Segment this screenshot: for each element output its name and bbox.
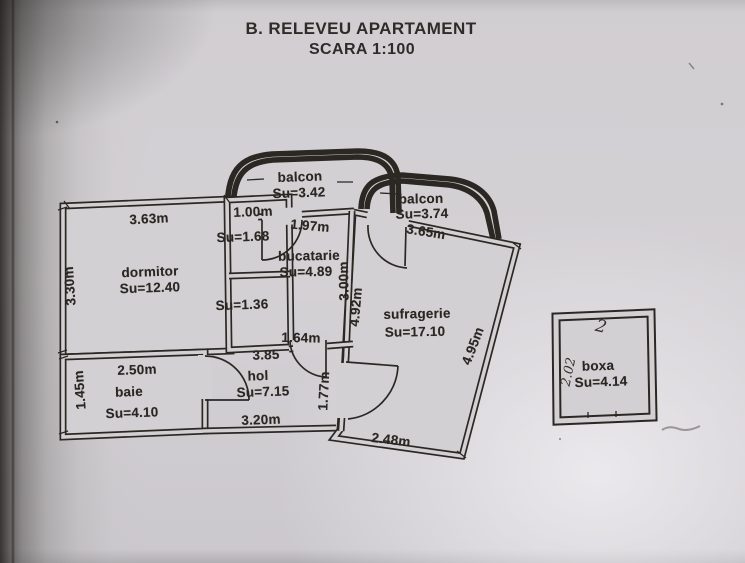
door-balcony-2 xyxy=(367,224,408,269)
room-label-hol: hol xyxy=(247,367,269,384)
area-label-baie: Su=4.10 xyxy=(105,404,159,422)
area-label-sufragerie: Su=17.10 xyxy=(384,323,446,340)
door-openings-group xyxy=(198,206,410,418)
dimension-label-3-20m: 3.20m xyxy=(241,411,281,428)
dimension-label-1-00m: 1.00m xyxy=(233,203,273,220)
dimension-label-1-64m: 1.64m xyxy=(281,329,321,346)
area-label-closet-1: Su=1.68 xyxy=(216,228,270,246)
boxa-tick-marks xyxy=(587,411,617,418)
area-label-hol: Su=7.15 xyxy=(236,383,290,401)
room-label-balcon-1: balcon xyxy=(277,168,323,186)
doors-group xyxy=(204,219,408,420)
pencil-squiggle xyxy=(661,425,701,431)
door-balcony-1 xyxy=(261,219,303,261)
area-label-dormitor: Su=12.40 xyxy=(119,279,181,297)
door-baie xyxy=(204,355,250,401)
room-label-bucatarie: bucatarie xyxy=(277,247,341,264)
balcony-railings-group xyxy=(227,151,499,239)
speck-dot xyxy=(558,437,562,441)
scan-artifacts-group xyxy=(55,62,724,441)
dimension-label-1-77m: 1.77m xyxy=(315,370,333,411)
dimension-label-1-97m: 1.97m xyxy=(289,216,331,235)
area-label-boxa: Su=4.14 xyxy=(574,373,628,391)
door-sufragerie xyxy=(345,361,399,420)
room-label-dormitor: dormitor xyxy=(121,263,179,281)
boxa-outline-group xyxy=(556,313,653,421)
area-label-bucatarie: Su=4.89 xyxy=(279,263,333,280)
dimension-label-1-45m: 1.45m xyxy=(70,369,89,411)
door-bucatarie-hol xyxy=(289,340,327,378)
speck-dot xyxy=(720,102,724,106)
speck-mark xyxy=(688,62,695,70)
page-title: B. RELEVEU APARTAMENT xyxy=(245,19,477,38)
dimension-label-4-92m: 4.92m xyxy=(346,286,365,328)
railing-dash-marks xyxy=(246,178,400,195)
page-scale: SCARA 1:100 xyxy=(308,41,416,58)
area-label-balcon-2: Su=3.74 xyxy=(395,205,449,222)
speck-dot xyxy=(55,120,59,124)
room-label-boxa: boxa xyxy=(581,357,615,374)
area-label-closet-2: Su=1.36 xyxy=(215,296,269,314)
dimension-label-3-30m: 3.30m xyxy=(60,265,79,307)
dimension-ticks-group xyxy=(57,194,522,459)
area-label-balcon-1: Su=3.42 xyxy=(272,184,326,202)
dimension-label-2-50m: 2.50m xyxy=(117,361,157,378)
room-label-sufragerie: sufragerie xyxy=(383,305,451,322)
room-label-balcon-2: balcon xyxy=(398,190,444,207)
room-label-baie: baie xyxy=(114,383,144,400)
dimension-label-3-63m: 3.63m xyxy=(128,210,169,228)
dimension-label-3-85: 3.85 xyxy=(252,346,280,363)
